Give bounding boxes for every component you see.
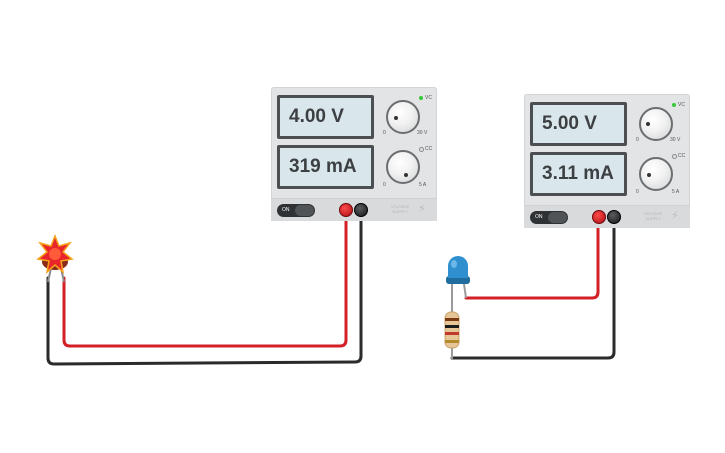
voltage-knob[interactable]	[386, 100, 420, 134]
right-positive-wire[interactable]	[464, 212, 600, 300]
power-toggle-label: ON	[282, 207, 290, 213]
current-min-label: 0	[636, 189, 639, 195]
cc-indicator	[419, 147, 424, 152]
voltage-knob[interactable]	[639, 107, 673, 141]
toggle-knob	[295, 205, 314, 216]
burnt-led-icon[interactable]	[36, 233, 74, 283]
power-toggle[interactable]: ON	[277, 204, 315, 217]
current-max-label: 5 A	[419, 182, 427, 188]
brand-label: VOLTAGE SUPPLY	[644, 211, 663, 221]
current-display: 3.11 mA	[530, 152, 627, 196]
positive-terminal[interactable]	[339, 203, 353, 217]
toggle-knob	[548, 212, 567, 223]
negative-terminal[interactable]	[607, 210, 621, 224]
voltage-max-label: 30 V	[417, 130, 428, 136]
power-toggle-label: ON	[535, 214, 543, 220]
negative-terminal[interactable]	[354, 203, 368, 217]
power-supply-1[interactable]: 4.00 V 319 mA VC CC 0 30 V 0 5 A ON VOLT…	[271, 87, 437, 221]
power-supply-2[interactable]: 5.00 V 3.11 mA VC CC 0 30 V 0 5 A ON VOL…	[524, 94, 690, 228]
current-min-label: 0	[383, 182, 386, 188]
cc-label: CC	[425, 146, 433, 152]
right-negative-wire[interactable]	[450, 212, 616, 360]
lightning-icon: ⚡	[418, 203, 426, 215]
resistor-icon[interactable]	[444, 306, 460, 360]
brand-label: VOLTAGE SUPPLY	[391, 204, 410, 214]
voltage-display: 4.00 V	[277, 95, 374, 139]
voltage-display: 5.00 V	[530, 102, 627, 146]
voltage-min-label: 0	[383, 130, 386, 136]
blue-led-icon[interactable]	[446, 256, 470, 312]
positive-terminal[interactable]	[592, 210, 606, 224]
voltage-max-label: 30 V	[670, 137, 681, 143]
lightning-icon: ⚡	[671, 210, 679, 222]
current-max-label: 5 A	[672, 189, 680, 195]
left-negative-wire[interactable]	[46, 205, 363, 366]
cc-indicator	[672, 154, 677, 159]
cc-label: CC	[678, 153, 686, 159]
voltage-min-label: 0	[636, 137, 639, 143]
left-positive-wire[interactable]	[62, 205, 348, 348]
current-display: 319 mA	[277, 145, 374, 189]
vc-label: VC	[425, 95, 432, 101]
supply-base: ON VOLTAGE SUPPLY ⚡	[524, 205, 690, 228]
supply-base: ON VOLTAGE SUPPLY ⚡	[271, 198, 437, 221]
vc-indicator	[672, 103, 676, 107]
vc-label: VC	[678, 102, 685, 108]
current-knob[interactable]	[639, 157, 673, 191]
vc-indicator	[419, 96, 423, 100]
current-knob[interactable]	[386, 150, 420, 184]
power-toggle[interactable]: ON	[530, 211, 568, 224]
